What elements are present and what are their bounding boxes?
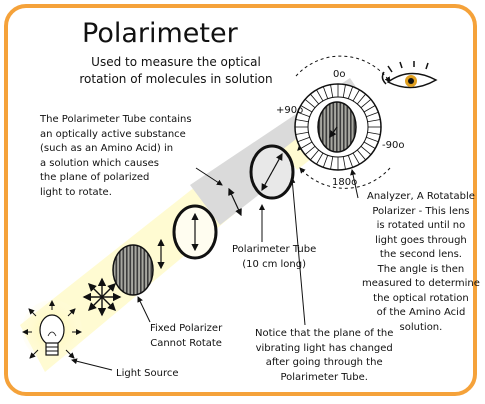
angle-minus90-label: -90o (382, 140, 405, 151)
notice-pointer (289, 177, 306, 326)
dial-tick (342, 156, 346, 170)
dial-tick (297, 136, 310, 143)
tube-label: Polarimeter Tube(10 cm long) (232, 244, 317, 270)
dial-tick (304, 145, 316, 155)
angle-180-label: 180o (332, 177, 358, 188)
dial-tick (366, 111, 379, 118)
polarized-light-disc (172, 204, 218, 260)
dial-tick (363, 141, 376, 149)
polarimeter-tube-end (249, 144, 295, 200)
analyzer-dial (294, 83, 382, 171)
light-source-pointer (71, 358, 113, 371)
dial-tick (342, 84, 346, 98)
eye-icon (381, 61, 438, 89)
dial-tick (356, 93, 366, 105)
dial-tick (352, 89, 360, 102)
dial-tick (300, 105, 313, 113)
dial-tick (360, 99, 372, 109)
dial-tick (316, 152, 324, 165)
dial-tick (367, 119, 381, 123)
dial-tick (330, 156, 334, 170)
dial-tick (330, 84, 334, 98)
unpolarized-light-icon (82, 277, 122, 317)
dial-tick (316, 89, 324, 102)
dial-tick (367, 131, 381, 135)
angle-plus90-label: +90o (276, 105, 304, 116)
dial-tick (297, 111, 310, 118)
dial-tick (347, 155, 354, 168)
dial-tick (352, 152, 360, 165)
dial-tick (300, 141, 313, 149)
light-bulb-icon (22, 300, 82, 360)
dial-tick (295, 119, 309, 123)
page-title: Polarimeter (82, 18, 238, 49)
dial-tick (310, 149, 320, 161)
subtitle: Used to measure the optical rotation of … (79, 55, 273, 86)
tube-note-pointer (195, 167, 223, 186)
dial-tick (295, 131, 309, 135)
dial-tick (360, 145, 372, 155)
dial-tick (322, 155, 329, 168)
dial-tick (310, 93, 320, 105)
rotation-arrow-icon (299, 167, 391, 189)
light-source-label: Light Source (116, 368, 179, 379)
angle-0-label: 0o (333, 69, 346, 80)
fixed-polarizer-lens (112, 244, 154, 296)
dial-tick (322, 86, 329, 99)
fixed-polarizer-pointer (137, 296, 151, 323)
rotation-arrow-icon (295, 55, 391, 83)
dial-tick (366, 136, 379, 143)
dial-tick (304, 99, 316, 109)
analyzer-note-pointer (350, 169, 359, 199)
dial-tick (363, 105, 376, 113)
dial-tick (347, 86, 354, 99)
dial-tick (356, 149, 366, 161)
